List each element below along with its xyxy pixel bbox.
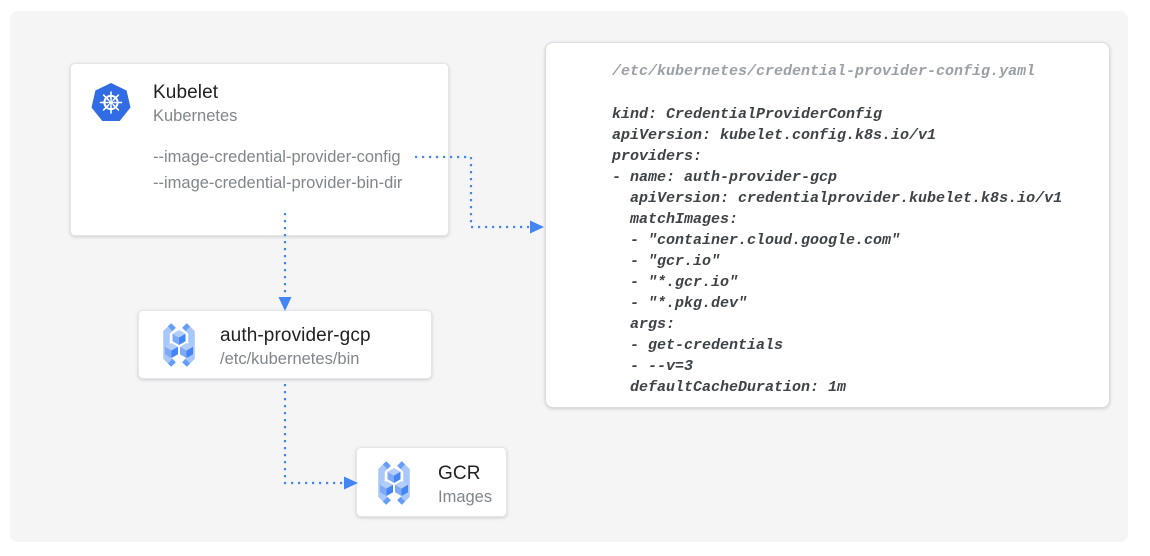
kubelet-flag-config: --image-credential-provider-config <box>153 148 401 166</box>
kubelet-title: Kubelet <box>153 82 219 103</box>
kubernetes-icon <box>89 81 133 130</box>
gcr-node: GCR Images <box>356 447 507 517</box>
gcr-title: GCR <box>438 463 481 484</box>
kubelet-node: Kubelet Kubernetes --image-credential-pr… <box>70 63 449 236</box>
container-registry-icon <box>153 322 205 373</box>
kubelet-flag-bin-dir: --image-credential-provider-bin-dir <box>153 174 403 192</box>
config-yaml-content: kind: CredentialProviderConfig apiVersio… <box>612 106 1063 396</box>
kubelet-subtitle: Kubernetes <box>153 107 238 125</box>
auth-provider-gcp-node: auth-provider-gcp /etc/kubernetes/bin <box>138 310 432 379</box>
gcr-subtitle: Images <box>438 488 493 506</box>
config-file-path: /etc/kubernetes/credential-provider-conf… <box>612 63 1036 80</box>
auth-provider-title: auth-provider-gcp <box>220 325 371 346</box>
config-file-panel: /etc/kubernetes/credential-provider-conf… <box>545 42 1110 408</box>
auth-provider-subtitle: /etc/kubernetes/bin <box>220 350 360 368</box>
container-registry-icon <box>368 460 420 511</box>
